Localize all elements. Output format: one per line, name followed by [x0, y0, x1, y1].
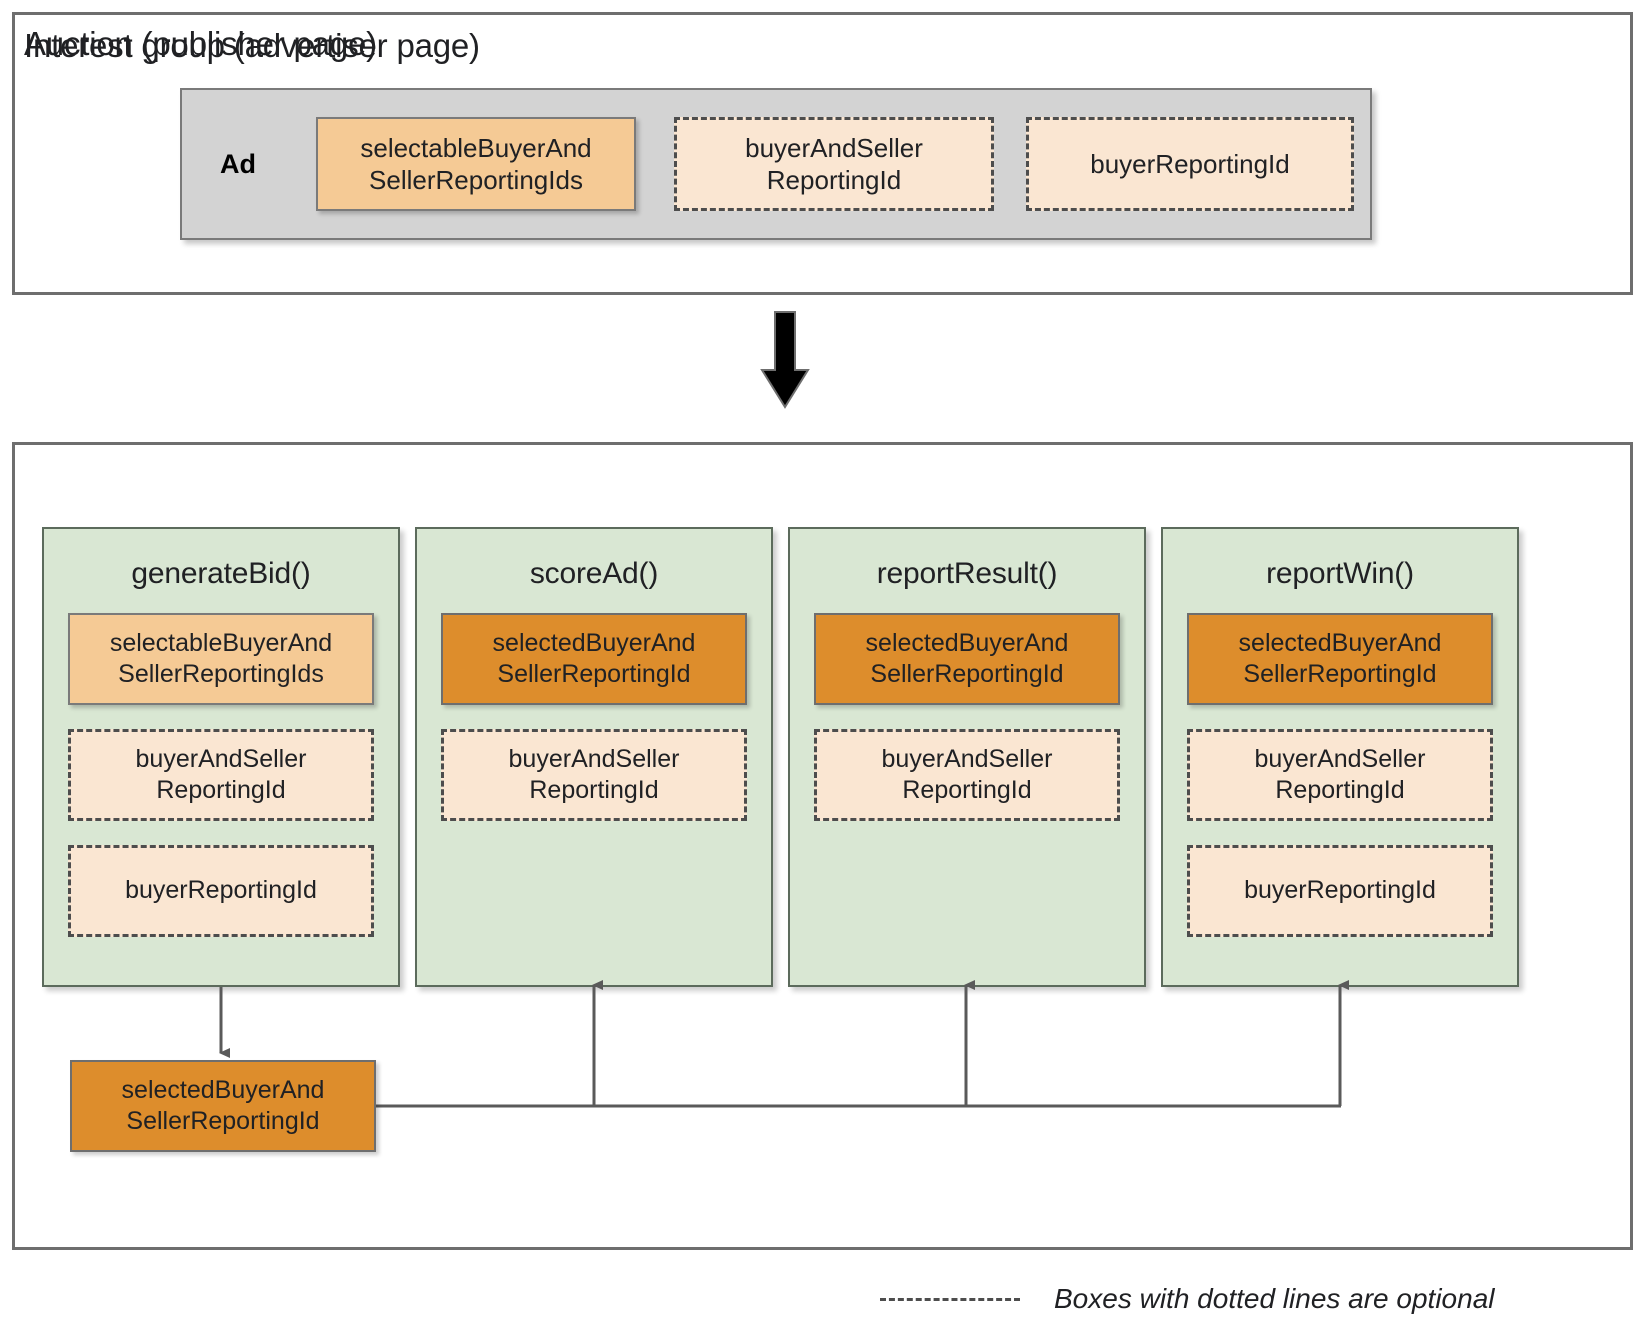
column-title-reportwin: reportWin() — [1266, 557, 1414, 590]
chip-buyer-reporting-id: buyerReportingId — [1187, 845, 1493, 937]
column-title-scoread: scoreAd() — [529, 557, 659, 590]
column-title-reportresult: reportResult() — [876, 557, 1058, 590]
column-title-generatebid: generateBid() — [131, 557, 311, 590]
chip-buyer-reporting-id: buyerReportingId — [68, 845, 374, 937]
down-arrow-icon — [760, 311, 810, 409]
legend-text: Boxes with dotted lines are optional — [1054, 1283, 1495, 1314]
auction-title: Auction (publisher page) — [24, 25, 377, 62]
interest-group-title: Interest group (advertiser page) — [24, 27, 480, 64]
legend: Boxes with dotted lines are optional — [880, 1281, 1620, 1317]
ig-chip-buyer-reporting-id: buyerReportingId — [1026, 117, 1354, 211]
legend-dashed-line-sample — [880, 1297, 1020, 1301]
ad-label: Ad — [220, 148, 256, 179]
